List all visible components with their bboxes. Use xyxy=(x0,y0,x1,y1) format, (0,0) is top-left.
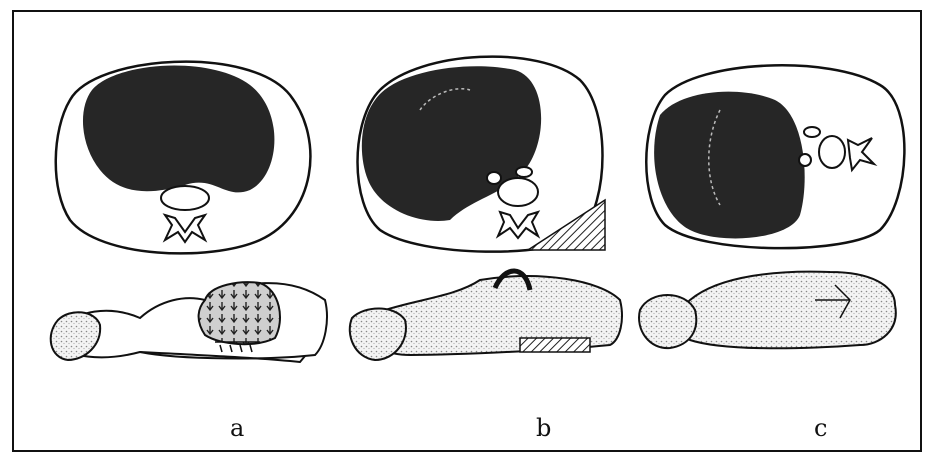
abdomen-fluid-a xyxy=(199,282,280,344)
fluid-region-c xyxy=(654,92,805,239)
panel-label-b: b xyxy=(536,414,551,442)
head-c xyxy=(639,295,696,348)
panel-label-a: a xyxy=(230,414,244,442)
support-pad-b xyxy=(520,338,590,352)
fluid-region-a xyxy=(83,66,274,193)
panel-a-body-figure xyxy=(51,282,327,362)
panel-b-body-figure xyxy=(350,271,622,360)
panel-label-c: c xyxy=(814,414,827,442)
panel-c-body-figure xyxy=(639,272,896,349)
panel-c-cross-section xyxy=(646,65,904,248)
panel-b-cross-section xyxy=(358,57,606,252)
panel-a-cross-section xyxy=(56,62,311,254)
